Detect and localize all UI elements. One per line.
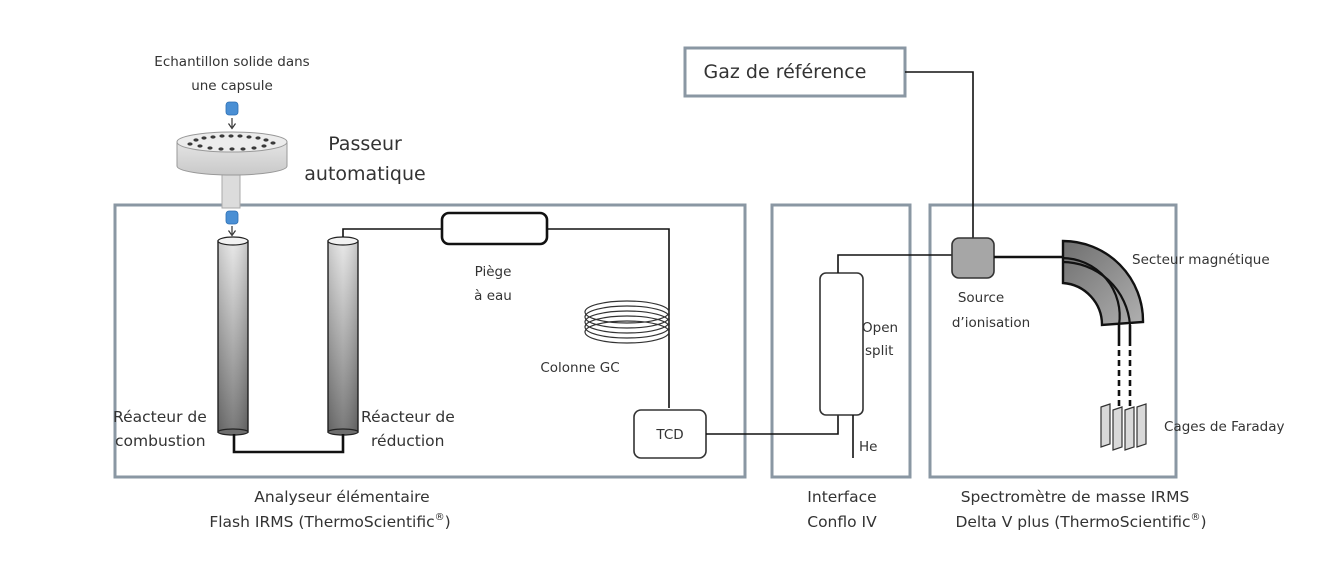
reference-gas-box [683,46,907,98]
autosampler-label: automatique [304,163,425,185]
mass-spectrometer-box [928,203,1178,479]
sample-label: Echantillon solide dans [154,54,309,70]
tcd-label: TCD [655,427,683,443]
ion-source [951,237,995,279]
gc-column-coil-icon [584,300,670,344]
magnetic-sector-icon [1061,239,1145,327]
reactor-connection-line [232,434,345,454]
elemental-analyzer-box [113,203,747,479]
reduction-reactor-label: réduction [371,432,444,450]
mass-spectrometer-caption: Spectromètre de masse IRMS [961,488,1190,506]
interface-caption: Interface [807,488,876,506]
ion-source-label: Source [958,290,1004,306]
open-split [819,272,864,416]
ion-source-label: d’ionisation [952,315,1030,331]
elemental-analyzer-caption: Flash IRMS (ThermoScientific®) [209,512,450,531]
combustion-reactor-label: combustion [115,432,206,450]
faraday-cups-icon [1100,403,1147,451]
interface-box [770,203,912,479]
reference-gas-label: Gaz de référence [704,61,867,83]
tcd-to-open-split-line [706,415,839,435]
ion-beams [1117,325,1132,410]
down-arrow-icon [228,226,236,237]
faraday-cups-label: Cages de Faraday [1164,419,1285,435]
reduction-reactor-label: Réacteur de [361,408,455,426]
water-trap [440,211,549,246]
down-arrow-icon [228,118,236,130]
trap-to-column-line [547,228,670,408]
sample-label: une capsule [191,78,273,94]
reduction-reactor [327,236,359,436]
autosampler-label: Passeur [328,133,402,155]
combustion-reactor-label: Réacteur de [113,408,207,426]
open-split-label: Open [862,320,898,336]
open-split-label: split [865,343,893,359]
reference-gas-line [905,71,974,238]
magnetic-sector-label: Secteur magnétique [1132,252,1270,268]
sample-capsule-icon [225,210,239,225]
sample-capsule-icon [225,101,239,116]
autosampler-carousel-icon [176,131,288,209]
water-trap-label: Piège [475,264,512,280]
open-split-to-source-line [837,254,952,273]
water-trap-label: à eau [474,288,512,304]
reduction-to-trap-line [342,228,442,237]
mass-spectrometer-caption: Delta V plus (ThermoScientific®) [955,512,1206,531]
interface-caption: Conflo IV [807,513,877,531]
elemental-analyzer-caption: Analyseur élémentaire [254,488,429,506]
gc-column-label: Colonne GC [540,360,619,376]
helium-label: He [859,439,877,455]
combustion-reactor [217,236,249,436]
